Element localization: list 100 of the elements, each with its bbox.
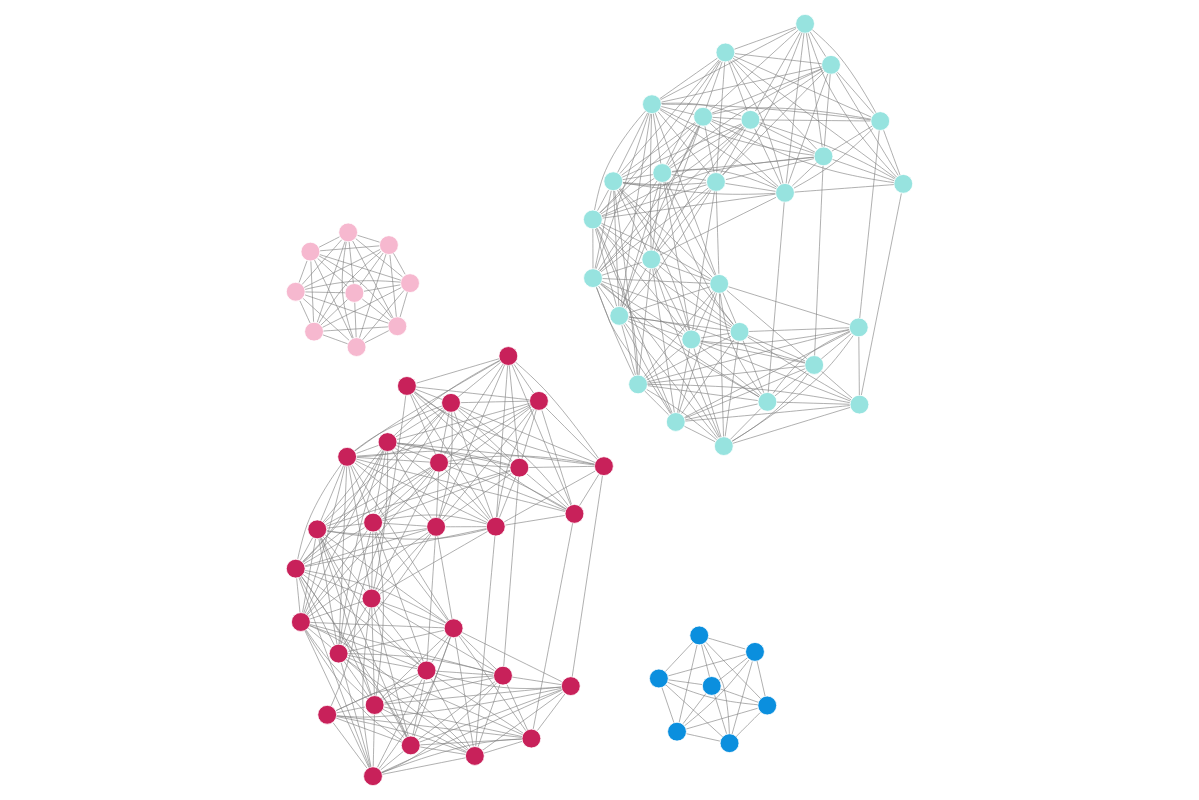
connector (346, 659, 468, 751)
connector (298, 577, 370, 768)
connector (299, 576, 335, 646)
connector (483, 741, 523, 754)
connector (600, 224, 644, 255)
connector (302, 538, 316, 613)
connector (374, 531, 384, 696)
connector (712, 107, 872, 120)
connector (602, 193, 776, 219)
connector (732, 57, 896, 179)
connector (304, 450, 384, 614)
connector (511, 364, 572, 506)
connector (837, 71, 874, 114)
connector (431, 636, 449, 663)
connector (435, 670, 494, 676)
connector (599, 123, 696, 214)
connector (413, 391, 595, 465)
node-circle (628, 374, 648, 395)
connector (364, 330, 390, 343)
connector (352, 465, 449, 621)
connector (821, 371, 853, 399)
connector (380, 751, 404, 770)
node-circle (426, 516, 446, 537)
connector (411, 393, 491, 519)
connector (379, 531, 488, 594)
connector (597, 189, 609, 211)
connector (362, 607, 372, 767)
connector (299, 300, 311, 324)
connector (661, 103, 871, 121)
connector (354, 360, 501, 452)
connector (725, 158, 815, 180)
connector (444, 472, 512, 522)
connector (657, 111, 710, 175)
connector (521, 409, 537, 459)
node-circle (706, 172, 726, 192)
connector (621, 182, 660, 307)
connector (416, 358, 500, 384)
connector (318, 255, 392, 319)
node-circle (641, 249, 662, 270)
connector (711, 120, 895, 183)
connector (647, 365, 806, 384)
connector (354, 302, 357, 338)
node-circle (529, 391, 549, 411)
connector (623, 267, 647, 308)
connector (302, 409, 445, 562)
node-circle (745, 642, 765, 662)
connector (444, 363, 504, 455)
connector (730, 60, 784, 184)
connector (482, 691, 563, 751)
connector (303, 527, 365, 565)
connector (336, 687, 562, 718)
connector (298, 260, 308, 283)
connector (380, 711, 405, 738)
connector (377, 679, 423, 768)
connector (599, 125, 700, 272)
connector (439, 364, 505, 519)
connector (420, 738, 523, 746)
connector (314, 259, 353, 339)
connector (396, 442, 567, 510)
connector (719, 293, 762, 395)
connector (686, 707, 758, 730)
connector (571, 475, 603, 677)
connector (350, 465, 370, 514)
connector (732, 407, 851, 444)
connector (304, 280, 401, 290)
node-circle (667, 721, 687, 742)
connector (345, 659, 407, 737)
connector (379, 468, 433, 517)
connector (628, 316, 731, 331)
connector (725, 183, 776, 192)
connector (671, 174, 707, 181)
connector (426, 536, 436, 662)
connector (304, 249, 381, 288)
connector (321, 537, 420, 665)
connector (832, 159, 895, 182)
node-circle (609, 306, 630, 326)
node-circle (813, 146, 834, 167)
connector (323, 326, 389, 332)
connector (324, 534, 447, 623)
connector (618, 188, 690, 331)
connector (373, 607, 409, 737)
connector (419, 689, 563, 743)
connector (793, 128, 874, 189)
connector (356, 404, 531, 458)
connector (537, 693, 566, 731)
connector (613, 190, 620, 307)
connector (305, 291, 346, 294)
connector (338, 466, 347, 645)
connector (601, 281, 731, 329)
connector (355, 238, 403, 278)
connector (448, 463, 511, 468)
connector (371, 607, 375, 696)
node-circle (870, 111, 891, 131)
connector (731, 661, 753, 735)
connector (693, 348, 722, 438)
connector (705, 642, 761, 699)
connector (377, 606, 421, 664)
connector (645, 345, 684, 379)
connector (515, 362, 599, 459)
connector (307, 627, 332, 648)
